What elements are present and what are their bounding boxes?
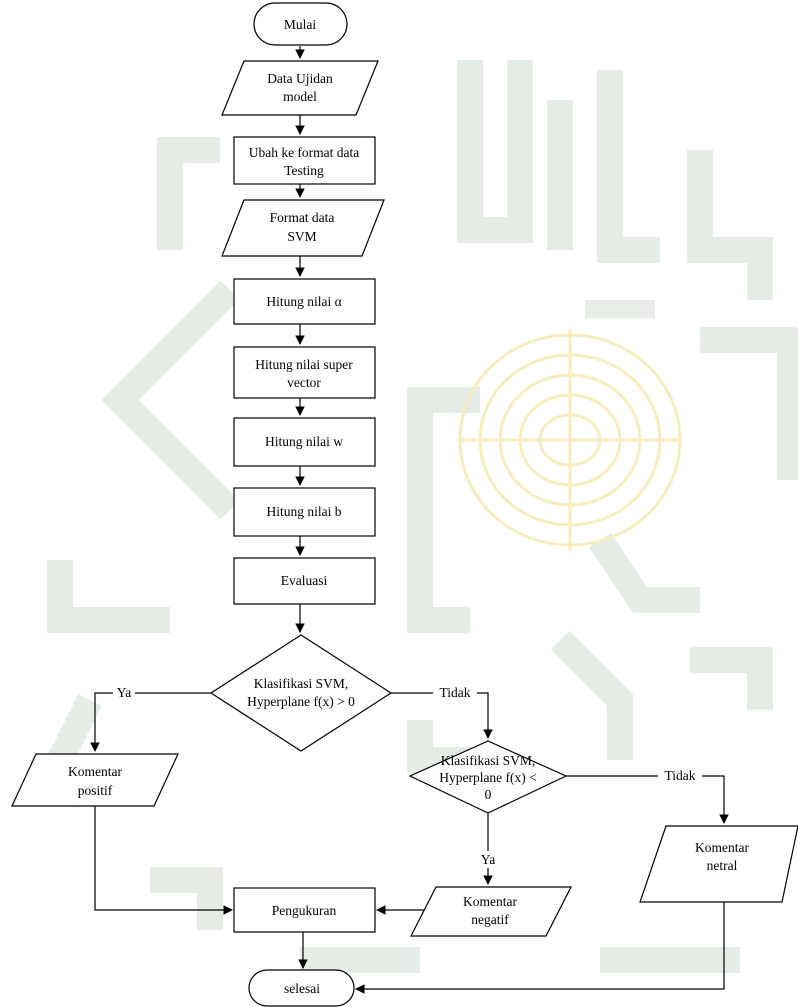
node-komentar-netral: Komentar netral bbox=[639, 825, 798, 903]
node-klasifikasi-negatif-line-0: Klasifikasi SVM, bbox=[441, 753, 536, 768]
edge-label-tidak-1: Tidak bbox=[439, 685, 470, 700]
node-data-uji-line-1: model bbox=[283, 89, 317, 104]
node-format-svm-line-1: SVM bbox=[287, 229, 316, 244]
node-klasifikasi-negatif-line-1: Hyperplane f(x) < bbox=[439, 770, 537, 785]
edge-negatif-tidak bbox=[566, 775, 729, 824]
watermark-logo bbox=[44, 60, 798, 973]
node-hitung-alpha: Hitung nilai α bbox=[233, 278, 376, 325]
node-komentar-netral-line-1: netral bbox=[707, 858, 738, 873]
node-klasifikasi-positif-line-0: Klasifikasi SVM, bbox=[254, 676, 349, 691]
node-pengukuran-line-0: Pengukuran bbox=[272, 903, 337, 918]
node-selesai: selesai bbox=[248, 969, 355, 1007]
node-hitung-super-vector: Hitung nilai super vector bbox=[233, 346, 376, 399]
node-format-svm-line-0: Format data bbox=[270, 210, 335, 225]
node-hitung-alpha-line-0: Hitung nilai α bbox=[266, 294, 341, 309]
node-komentar-positif: Komentar positif bbox=[11, 753, 179, 807]
node-komentar-positif-line-1: positif bbox=[78, 783, 113, 798]
node-hitung-super-vector-line-0: Hitung nilai super bbox=[255, 357, 353, 372]
node-klasifikasi-positif: Klasifikasi SVM, Hyperplane f(x) > 0 bbox=[209, 634, 393, 752]
edge-label-ya-1: Ya bbox=[117, 685, 131, 700]
node-mulai-line-0: Mulai bbox=[284, 17, 316, 32]
node-klasifikasi-positif-line-1: Hyperplane f(x) > 0 bbox=[247, 694, 355, 709]
node-evaluasi: Evaluasi bbox=[233, 557, 376, 605]
edge-positif-tidak bbox=[391, 692, 493, 739]
node-selesai-line-0: selesai bbox=[284, 981, 320, 996]
node-hitung-super-vector-line-1: vector bbox=[287, 375, 321, 390]
edge-komentar-positif-to-pengukuran bbox=[94, 806, 233, 915]
flowchart-nodes: Mulai Data Ujidan model Ubah ke format d… bbox=[11, 2, 798, 1007]
node-hitung-b: Hitung nilai b bbox=[233, 487, 376, 537]
node-komentar-netral-line-0: Komentar bbox=[695, 840, 749, 855]
node-evaluasi-line-0: Evaluasi bbox=[281, 573, 328, 588]
node-hitung-b-line-0: Hitung nilai b bbox=[267, 504, 342, 519]
node-ubah-format-line-1: Testing bbox=[284, 163, 324, 178]
node-klasifikasi-negatif-line-2: 0 bbox=[485, 787, 492, 802]
edge-komentar-netral-to-selesai bbox=[355, 902, 725, 994]
node-ubah-format-line-0: Ubah ke format data bbox=[249, 145, 360, 160]
node-komentar-positif-line-0: Komentar bbox=[68, 764, 122, 779]
node-mulai: Mulai bbox=[253, 2, 348, 46]
node-pengukuran: Pengukuran bbox=[233, 887, 376, 933]
node-data-uji: Data Ujidan model bbox=[221, 60, 379, 116]
node-komentar-negatif-line-0: Komentar bbox=[463, 894, 517, 909]
edge-label-tidak-2: Tidak bbox=[664, 768, 695, 783]
node-data-uji-line-0: Data Ujidan bbox=[267, 71, 333, 86]
node-format-svm: Format data SVM bbox=[221, 199, 385, 257]
node-klasifikasi-negatif: Klasifikasi SVM, Hyperplane f(x) < 0 bbox=[408, 740, 568, 814]
node-hitung-w: Hitung nilai w bbox=[233, 417, 376, 467]
edge-positif-ya bbox=[90, 692, 211, 752]
node-komentar-negatif-line-1: negatif bbox=[471, 912, 509, 927]
node-hitung-w-line-0: Hitung nilai w bbox=[265, 434, 343, 449]
flowchart-edges bbox=[90, 46, 729, 994]
edge-labels: Ya Tidak Ya Tidak bbox=[113, 684, 702, 868]
node-komentar-negatif: Komentar negatif bbox=[410, 886, 572, 937]
node-ubah-format: Ubah ke format data Testing bbox=[233, 136, 376, 185]
edge-label-ya-2: Ya bbox=[481, 852, 495, 867]
